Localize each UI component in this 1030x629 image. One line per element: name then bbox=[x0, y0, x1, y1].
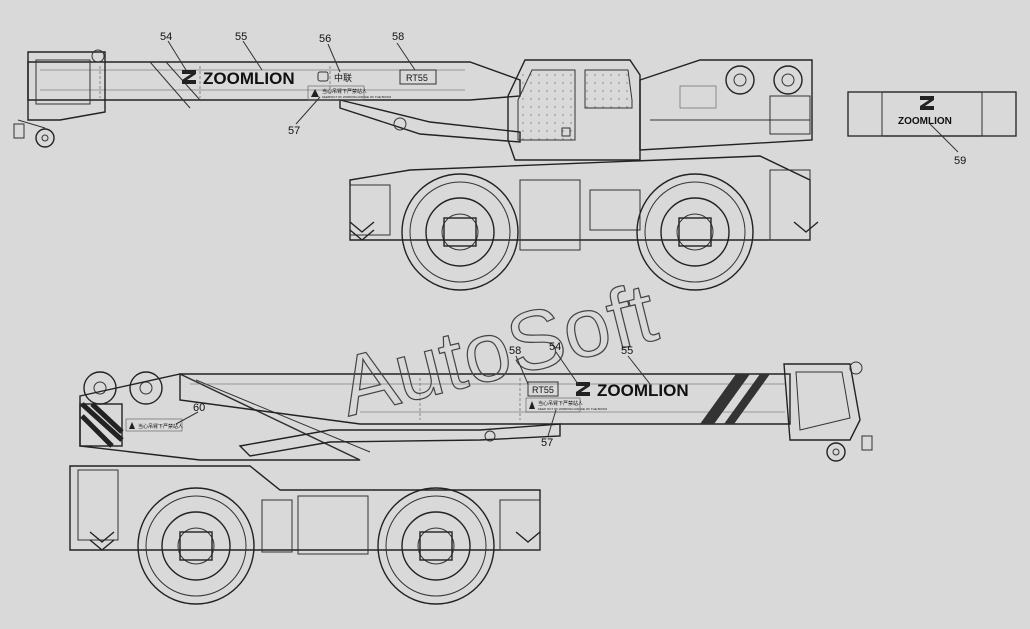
warning-text-bottom: 当心吊臂下严禁站人 bbox=[538, 400, 583, 407]
warning-decal-bottom: 当心吊臂下严禁站人 KEEP OUT OF WORKING RANGE OF T… bbox=[525, 397, 607, 413]
boom-top bbox=[13, 49, 521, 148]
brand-text-top: ZOOMLION bbox=[203, 69, 295, 88]
small-badge bbox=[317, 71, 329, 82]
callout-54-bottom: 54 bbox=[549, 341, 561, 353]
callout-58-top: 58 bbox=[392, 31, 404, 43]
turret-top bbox=[639, 59, 813, 151]
callout-57-bottom: 57 bbox=[541, 437, 553, 449]
crane-top-view: ZOOMLION 中联 RT55 当心吊臂下严禁站人 KEEP OUT OF W… bbox=[13, 49, 819, 291]
rear-wheel-bottom bbox=[377, 487, 495, 605]
zoomlion-logo-decal-bottom: ZOOMLION bbox=[576, 381, 689, 400]
zoomlion-logo-decal-top: ZOOMLION bbox=[182, 69, 295, 88]
brand-text-bottom: ZOOMLION bbox=[597, 381, 689, 400]
callout-55-bottom: 55 bbox=[621, 345, 633, 357]
warning-text-top: 当心吊臂下严禁站人 bbox=[322, 88, 367, 95]
model-plate-bottom bbox=[527, 381, 559, 397]
callout-56-top: 56 bbox=[319, 33, 331, 45]
callout-55-top: 55 bbox=[235, 31, 247, 43]
operator-cab bbox=[507, 59, 641, 161]
callout-59: 59 bbox=[954, 155, 966, 167]
chassis-bottom bbox=[69, 465, 541, 555]
boom-bottom bbox=[179, 361, 873, 462]
warning-decal-top: 当心吊臂下严禁站人 KEEP OUT OF WORKING RANGE OF T… bbox=[307, 85, 391, 101]
callout-leaders bbox=[167, 40, 959, 437]
callout-60: 60 bbox=[193, 402, 205, 414]
counterweight-detail: ZOOMLION bbox=[847, 91, 1017, 137]
model-text-bottom: RT55 bbox=[532, 385, 554, 395]
callout-57-top: 57 bbox=[288, 125, 300, 137]
watermark-text: AutoSoft bbox=[330, 265, 665, 434]
warning-sub-top: KEEP OUT OF WORKING RANGE OF THE BOOM bbox=[322, 95, 391, 99]
front-wheel-top bbox=[401, 173, 519, 291]
model-text-top: RT55 bbox=[406, 73, 428, 83]
callout-54-top: 54 bbox=[160, 31, 172, 43]
front-wheel-bottom bbox=[137, 487, 255, 605]
cn-label-top: 中联 bbox=[334, 72, 352, 83]
model-plate-top bbox=[399, 69, 437, 85]
brand-text-counterweight: ZOOMLION bbox=[898, 116, 952, 127]
chassis-top bbox=[349, 155, 819, 251]
warning-decal-60: 当心吊臂下严禁站人 bbox=[125, 418, 183, 432]
rear-wheel-top bbox=[636, 173, 754, 291]
callout-58-bottom: 58 bbox=[509, 345, 521, 357]
crane-bottom-view: 当心吊臂下严禁站人 ZOOMLION bbox=[69, 361, 873, 605]
warning-text-60: 当心吊臂下严禁站人 bbox=[138, 423, 183, 430]
warning-sub-bottom: KEEP OUT OF WORKING RANGE OF THE BOOM bbox=[538, 407, 607, 411]
